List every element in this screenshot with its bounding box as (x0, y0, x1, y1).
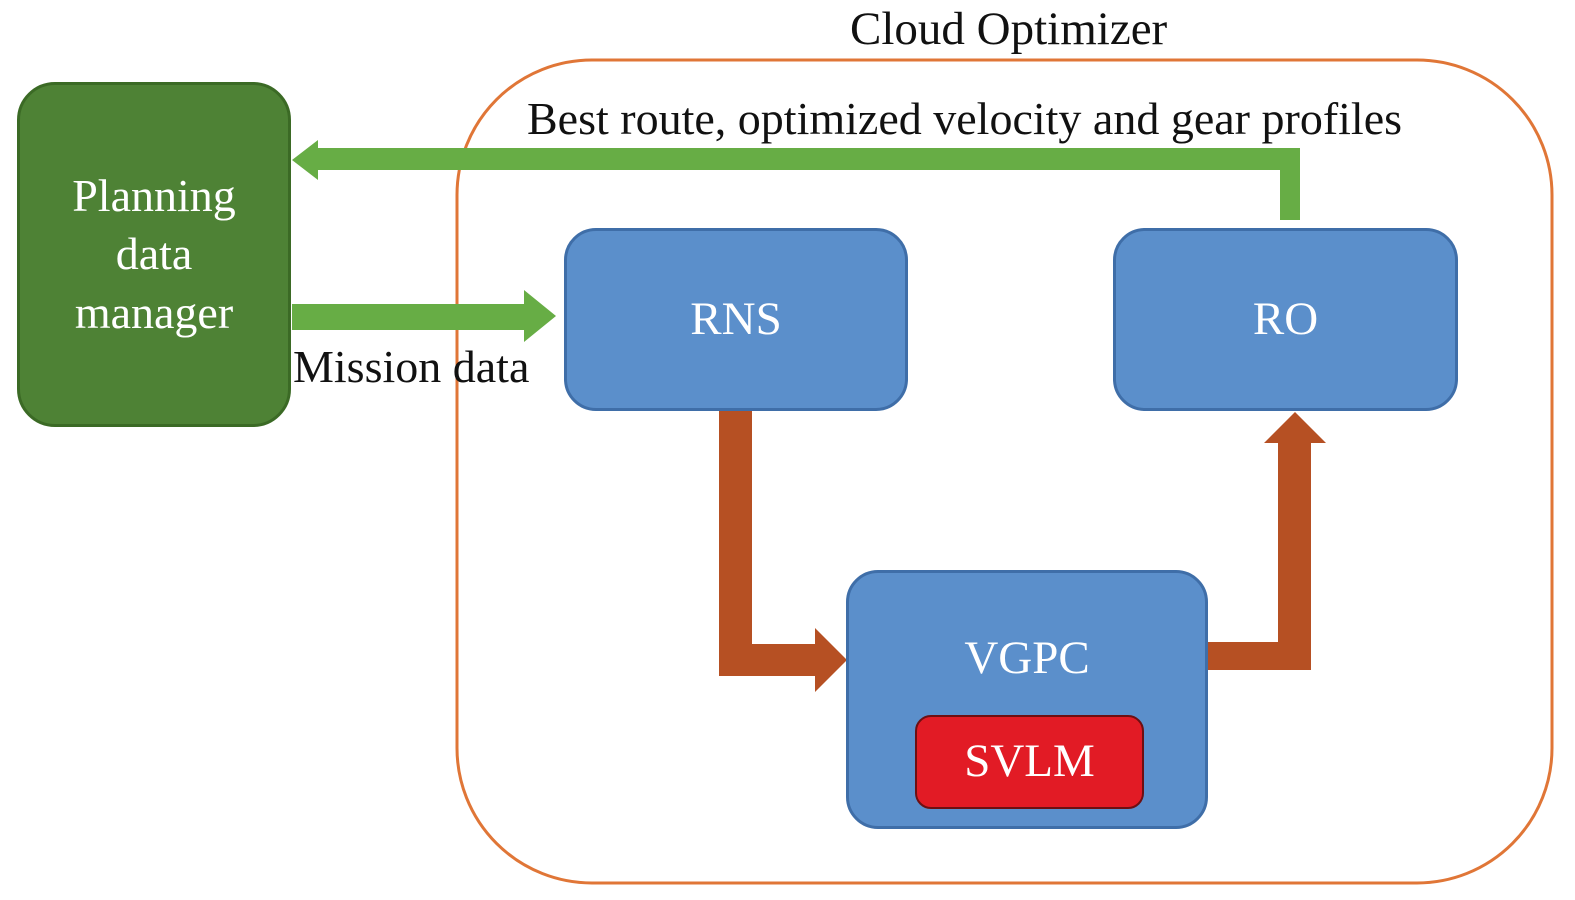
rns-box: RNS (564, 228, 908, 411)
best-route-arrow (292, 140, 1300, 220)
cloud-optimizer-title: Cloud Optimizer (850, 3, 1168, 55)
svlm-label: SVLM (964, 735, 1095, 788)
planning-line-2: data (115, 228, 193, 280)
ro-box: RO (1113, 228, 1458, 411)
planning-line-1: Planning (72, 169, 236, 221)
mission-data-label: Mission data (293, 341, 530, 392)
best-route-label: Best route, optimized velocity and gear … (527, 93, 1403, 144)
vgpc-label: VGPC (964, 632, 1090, 684)
svlm-box: SVLM (915, 715, 1144, 809)
ro-label: RO (1252, 292, 1319, 345)
rns-to-vgpc-arrow (719, 410, 847, 692)
rns-label: RNS (690, 292, 782, 345)
vgpc-to-ro-arrow (1208, 412, 1326, 670)
planning-line-3: manager (74, 286, 234, 338)
mission-data-arrow (292, 290, 556, 342)
cloud-optimizer-container (455, 58, 1554, 885)
planning-data-manager-box: Planning data manager (17, 82, 291, 427)
